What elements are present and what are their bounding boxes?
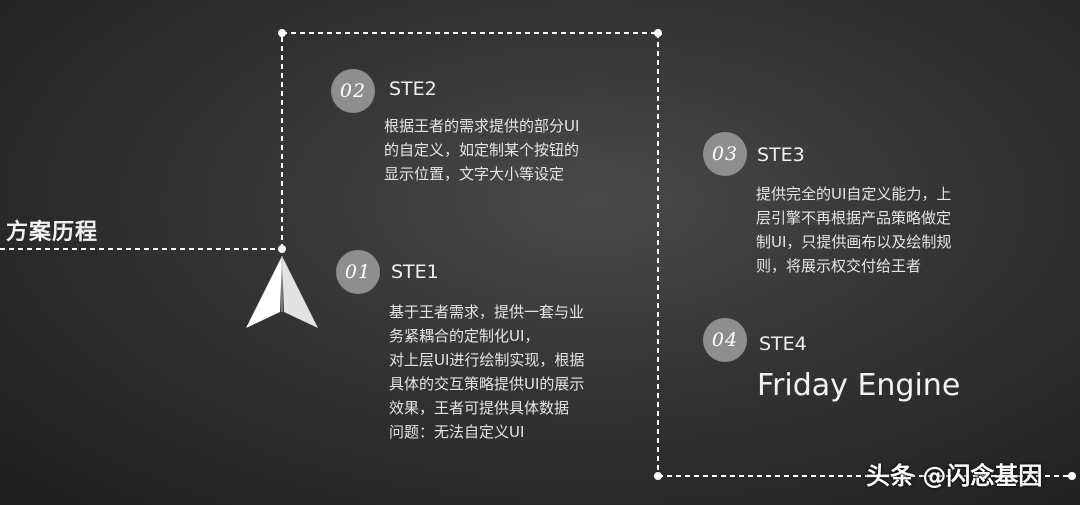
step-2-desc-line: 显示位置，文字大小等设定 [384,165,565,183]
step-4-title: STE4 [759,333,807,355]
step-1-desc-line: 对上层UI进行绘制实现，根据 [389,351,585,369]
step-3-desc-line: 则，将展示权交付给王者 [756,257,922,275]
friday-engine-label: Friday Engine [757,368,961,403]
step-1-badge: 01 [336,250,380,294]
step-2-desc-line: 根据王者的需求提供的部分UI [384,117,580,135]
step-1-desc-line: 效果，王者可提供具体数据 [389,399,570,417]
step-2-description: 根据王者的需求提供的部分UI 的自定义，如定制某个按钮的 显示位置，文字大小等设… [384,114,579,186]
step-2-badge: 02 [331,69,375,113]
step-1-desc-line: 问题：无法自定义UI [389,423,525,441]
step-3-desc-line: 提供完全的UI自定义能力，上 [756,185,952,203]
path-node [654,472,662,480]
step-1-description: 基于王者需求，提供一套与业 务紧耦合的定制化UI， 对上层UI进行绘制实现，根据… [389,300,584,444]
path-node [278,245,286,253]
step-3-description: 提供完全的UI自定义能力，上 层引擎不再根据产品策略做定 制UI，只提供画布以及… [756,182,951,278]
step-2-title: STE2 [389,78,437,100]
path-node [278,29,286,37]
path-node [1068,472,1076,480]
step-1-desc-line: 务紧耦合的定制化UI， [389,327,540,345]
step-1-desc-line: 具体的交互策略提供UI的展示 [389,375,585,393]
step-2-desc-line: 的自定义，如定制某个按钮的 [384,141,580,159]
step-3-title: STE3 [757,144,805,166]
step-3-desc-line: 层引擎不再根据产品策略做定 [756,209,952,227]
paper-plane-icon [246,256,318,328]
step-3-badge: 03 [703,132,747,176]
watermark: 头条 @闪念基因 [866,462,1043,490]
step-4-badge: 04 [703,318,747,362]
path-node [654,29,662,37]
step-1-title: STE1 [391,261,439,283]
step-3-desc-line: 制UI，只提供画布以及绘制规 [756,233,952,251]
section-title: 方案历程 [6,220,99,245]
step-1-desc-line: 基于王者需求，提供一套与业 [389,303,585,321]
